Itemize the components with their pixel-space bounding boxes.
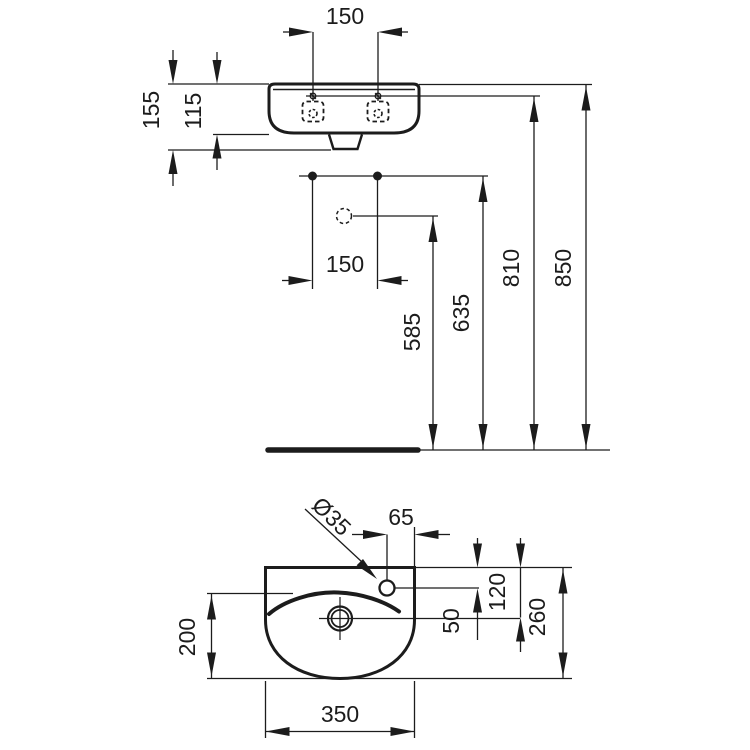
dim-supply-spacing: 150	[282, 176, 408, 289]
drain-outlet	[319, 597, 520, 640]
dim-label-outlet-to-back: 120	[484, 573, 510, 611]
installation-schematic: 150 585 635 810	[265, 83, 610, 453]
screw-head-icon	[374, 92, 382, 100]
dim-label-total-height: 155	[138, 91, 164, 129]
arrowhead	[377, 276, 402, 285]
dim-label-bowl-front-depth: 200	[174, 618, 200, 656]
arrowhead	[478, 424, 488, 448]
dim-label-fixing-height: 810	[498, 249, 524, 287]
arrowhead	[288, 276, 313, 285]
dim-label-tap-to-edge: 65	[388, 504, 414, 530]
arrowhead	[207, 595, 216, 620]
arrowhead	[207, 652, 216, 677]
fixing-pocket-dashed	[301, 100, 325, 123]
dim-label-body-height: 115	[180, 93, 206, 130]
arrowhead	[168, 60, 178, 84]
screw-slot	[309, 92, 317, 100]
arrowhead	[265, 727, 290, 736]
arrowhead	[212, 134, 222, 159]
dim-label-overall-width: 350	[321, 701, 359, 727]
fixing-bolt-left	[301, 32, 325, 123]
dim-tap-to-back: 50	[438, 538, 482, 640]
dim-fixing-height: 810	[498, 96, 539, 450]
arrowhead	[168, 150, 178, 174]
arrowhead	[581, 86, 591, 111]
arrowhead	[428, 424, 438, 448]
arrowhead	[473, 588, 482, 613]
arrowhead	[390, 727, 415, 736]
dim-label-rim-height: 850	[550, 249, 576, 287]
fixing-pocket-dashed	[366, 100, 390, 123]
dim-label-supply-spacing: 150	[326, 251, 364, 277]
arrowhead	[516, 617, 525, 642]
dim-rim-height: 850	[550, 84, 591, 450]
arrowhead	[558, 569, 568, 594]
dim-label-overall-depth: 260	[524, 598, 550, 636]
dim-outlet-to-back: 120	[484, 538, 525, 652]
front-view: 150 155 115	[138, 3, 540, 186]
tap-hole	[378, 579, 396, 597]
waste-outlet-mark	[335, 207, 353, 225]
overflow-wave	[267, 590, 401, 616]
dim-label-fixing-spacing: 150	[326, 3, 364, 29]
fixing-hole-dashed	[373, 108, 383, 119]
dim-waste-height: 585	[399, 216, 438, 450]
dim-label-tap-diameter: Ø35	[307, 492, 356, 541]
dim-label-supply-height: 635	[448, 294, 474, 332]
dim-tap-to-edge: 65	[352, 504, 450, 580]
dim-label-waste-height: 585	[399, 313, 425, 351]
dim-supply-height: 635	[448, 176, 488, 450]
arrowhead	[529, 424, 539, 448]
arrowhead	[414, 530, 439, 539]
arrowhead	[356, 559, 377, 579]
arrowhead	[478, 178, 488, 202]
fixing-bolt-right	[366, 32, 390, 123]
arrowhead	[428, 218, 438, 242]
arrowhead	[581, 424, 591, 448]
arrowhead	[516, 543, 525, 568]
dim-overall-width: 350	[264, 681, 416, 738]
arrowhead	[363, 530, 387, 539]
arrowhead	[378, 27, 402, 37]
arrowhead	[473, 543, 482, 568]
fixing-hole-dashed	[308, 108, 318, 119]
dim-body-height: 115	[180, 52, 222, 170]
dim-total-height: 155	[138, 50, 178, 186]
dim-overall-depth: 260	[524, 567, 568, 679]
drain-housing	[327, 134, 364, 151]
arrowhead	[529, 98, 539, 122]
dim-bowl-front-depth: 200	[174, 593, 216, 679]
screw-slot	[374, 92, 382, 100]
arrowhead	[558, 652, 568, 677]
screw-head-icon	[309, 92, 317, 100]
dim-label-tap-to-back: 50	[438, 608, 464, 634]
arrowhead	[289, 27, 313, 37]
arrowhead	[212, 60, 222, 84]
dim-fixing-hole-spacing: 150	[283, 3, 408, 37]
basin-front-outline	[267, 82, 421, 135]
plan-view: Ø35 65 50 120	[174, 492, 572, 738]
